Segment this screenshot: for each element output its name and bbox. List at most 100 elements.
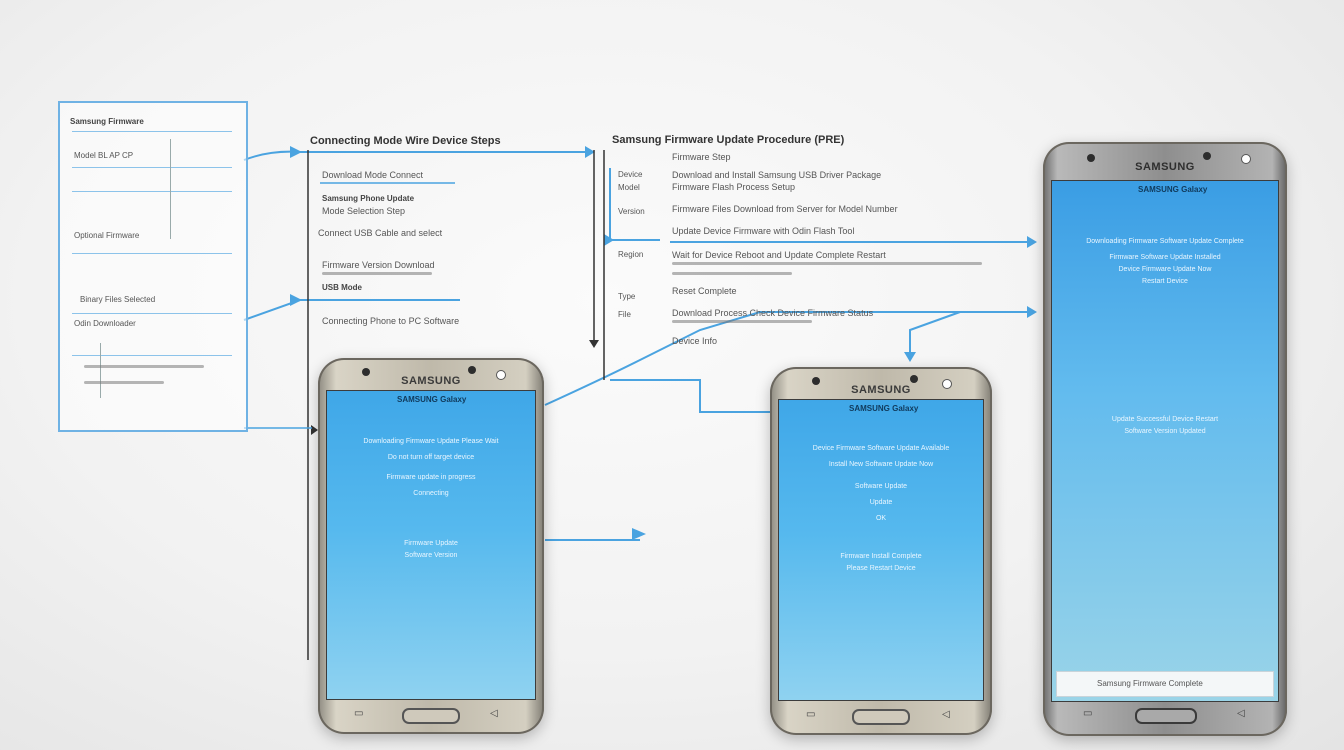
firmware-document-panel: Samsung Firmware Model BL AP CP Optional…	[58, 101, 248, 432]
light-sensor	[942, 379, 952, 389]
screen-line: Do not turn off target device	[387, 454, 475, 461]
screen-line: Connecting	[413, 490, 449, 497]
col2-heading: Samsung Firmware Update Procedure (PRE)	[612, 134, 845, 146]
front-camera	[1087, 154, 1095, 162]
col2-label-5: Type	[618, 292, 636, 301]
arrow-phone3-mid	[1027, 306, 1037, 318]
home-button[interactable]	[852, 709, 910, 725]
doc-rule	[72, 253, 232, 254]
screen-line: Software Version Updated	[1124, 428, 1206, 435]
col1-text-bar	[322, 272, 432, 275]
screen-line: OK	[875, 515, 887, 522]
screen-line: Downloading Firmware Update Please Wait	[363, 438, 499, 445]
col1-heading: Connecting Mode Wire Device Steps	[310, 135, 501, 147]
phone-2: SAMSUNG SAMSUNG Galaxy Device Firmware S…	[770, 367, 992, 735]
screen-line: Device Firmware Software Update Availabl…	[812, 445, 950, 452]
screen-line: Update	[869, 499, 893, 506]
doc-rule	[72, 167, 232, 168]
front-camera	[812, 377, 820, 385]
doc-text-bar	[84, 381, 164, 384]
col2-label-2: Model	[618, 183, 640, 192]
recent-apps-button[interactable]: ▭	[1083, 708, 1093, 719]
screen-line: Firmware update in progress	[386, 474, 476, 481]
home-button[interactable]	[1135, 708, 1197, 724]
light-sensor	[496, 370, 506, 380]
col2-label-3: Version	[618, 207, 645, 216]
col2-line-7: Download Process Check Device Firmware S…	[672, 308, 874, 318]
arrow-phone1-out	[632, 528, 646, 540]
back-button[interactable]: ◁	[942, 709, 950, 720]
screen-line: Update Successful Device Restart	[1111, 416, 1219, 423]
wire-phone1-to-phone3	[544, 311, 1035, 406]
sensor	[468, 366, 476, 374]
doc-rule	[72, 131, 232, 132]
col2-line-3: Firmware Files Download from Server for …	[672, 204, 898, 214]
col2-label-4: Region	[618, 250, 644, 259]
screen-line: Downloading Firmware Software Update Com…	[1086, 238, 1244, 245]
back-button[interactable]: ◁	[1237, 708, 1245, 719]
home-button[interactable]	[402, 708, 460, 724]
recent-apps-button[interactable]: ▭	[354, 708, 364, 719]
brand-logo: SAMSUNG	[401, 375, 461, 387]
col2-line-4: Update Device Firmware with Odin Flash T…	[672, 226, 855, 236]
col2-label-1: Device	[618, 170, 643, 179]
screen-line: Please Restart Device	[846, 565, 916, 572]
sensor	[1203, 152, 1211, 160]
col2-sub: Firmware Step	[672, 152, 731, 162]
arrow-doc-phone1	[311, 425, 318, 435]
screen-line: Device Firmware Update Now	[1118, 266, 1212, 273]
status-bar: SAMSUNG Galaxy	[397, 395, 467, 404]
col2-line-6: Reset Complete	[672, 286, 737, 296]
doc-row-2: Optional Firmware	[74, 231, 140, 240]
front-camera	[362, 368, 370, 376]
screen-line: Software Update	[854, 483, 908, 490]
col2-label-6: File	[618, 310, 631, 319]
phone-2-screen: SAMSUNG Galaxy Device Firmware Software …	[778, 399, 984, 701]
doc-header: Samsung Firmware	[70, 117, 144, 126]
back-button[interactable]: ◁	[490, 708, 498, 719]
doc-divider	[100, 343, 101, 398]
col2-line-2: Firmware Flash Process Setup	[672, 182, 796, 192]
screen-line: Firmware Update	[404, 540, 458, 547]
bottom-notification[interactable]: Samsung Firmware Complete	[1056, 671, 1274, 697]
col1-line-2: Samsung Phone Update	[322, 194, 415, 203]
wire-phone2-up	[909, 311, 961, 360]
doc-divider	[170, 139, 171, 239]
col2-line-8: Device Info	[672, 336, 718, 346]
doc-row-4: Odin Downloader	[74, 319, 136, 328]
col1-line-4: Connect USB Cable and select	[318, 228, 443, 238]
phone-1-screen: SAMSUNG Galaxy Downloading Firmware Upda…	[326, 390, 536, 700]
recent-apps-button[interactable]: ▭	[806, 709, 816, 720]
screen-line: Firmware Install Complete	[840, 553, 922, 560]
phone-3: SAMSUNG SAMSUNG Galaxy Downloading Firmw…	[1043, 142, 1287, 736]
col2-line-1: Download and Install Samsung USB Driver …	[672, 170, 882, 180]
screen-line: Install New Software Update Now	[828, 461, 934, 468]
arrow-col1	[585, 146, 595, 158]
col1-line-7: Connecting Phone to PC Software	[322, 316, 460, 326]
doc-row-1: Model BL AP CP	[74, 151, 134, 160]
doc-rule	[72, 313, 232, 314]
col2-line-5: Wait for Device Reboot and Update Comple…	[672, 250, 886, 260]
col2-text-bar	[672, 272, 792, 275]
col2-text-bar	[672, 320, 812, 323]
col2-text-bar	[672, 262, 982, 265]
screen-line: Firmware Software Update Installed	[1109, 254, 1221, 261]
brand-logo: SAMSUNG	[851, 384, 911, 396]
bottom-notification-text: Samsung Firmware Complete	[1097, 679, 1203, 688]
phone-3-screen: SAMSUNG Galaxy Downloading Firmware Soft…	[1051, 180, 1279, 702]
status-bar: SAMSUNG Galaxy	[1138, 185, 1208, 194]
arrow-col2-down	[589, 340, 599, 348]
col1-line-3: Mode Selection Step	[322, 206, 406, 216]
phone-1: SAMSUNG SAMSUNG Galaxy Downloading Firmw…	[318, 358, 544, 734]
arrow-phone2-up	[904, 352, 916, 362]
col1-line-6: USB Mode	[322, 283, 362, 292]
doc-rule	[72, 355, 232, 356]
arrow-doc-upper	[290, 146, 302, 158]
status-bar: SAMSUNG Galaxy	[849, 404, 919, 413]
light-sensor	[1241, 154, 1251, 164]
col1-line-1: Download Mode Connect	[322, 170, 424, 180]
doc-text-bar	[84, 365, 204, 368]
screen-line: Software Version	[404, 552, 458, 559]
brand-logo: SAMSUNG	[1135, 161, 1195, 173]
